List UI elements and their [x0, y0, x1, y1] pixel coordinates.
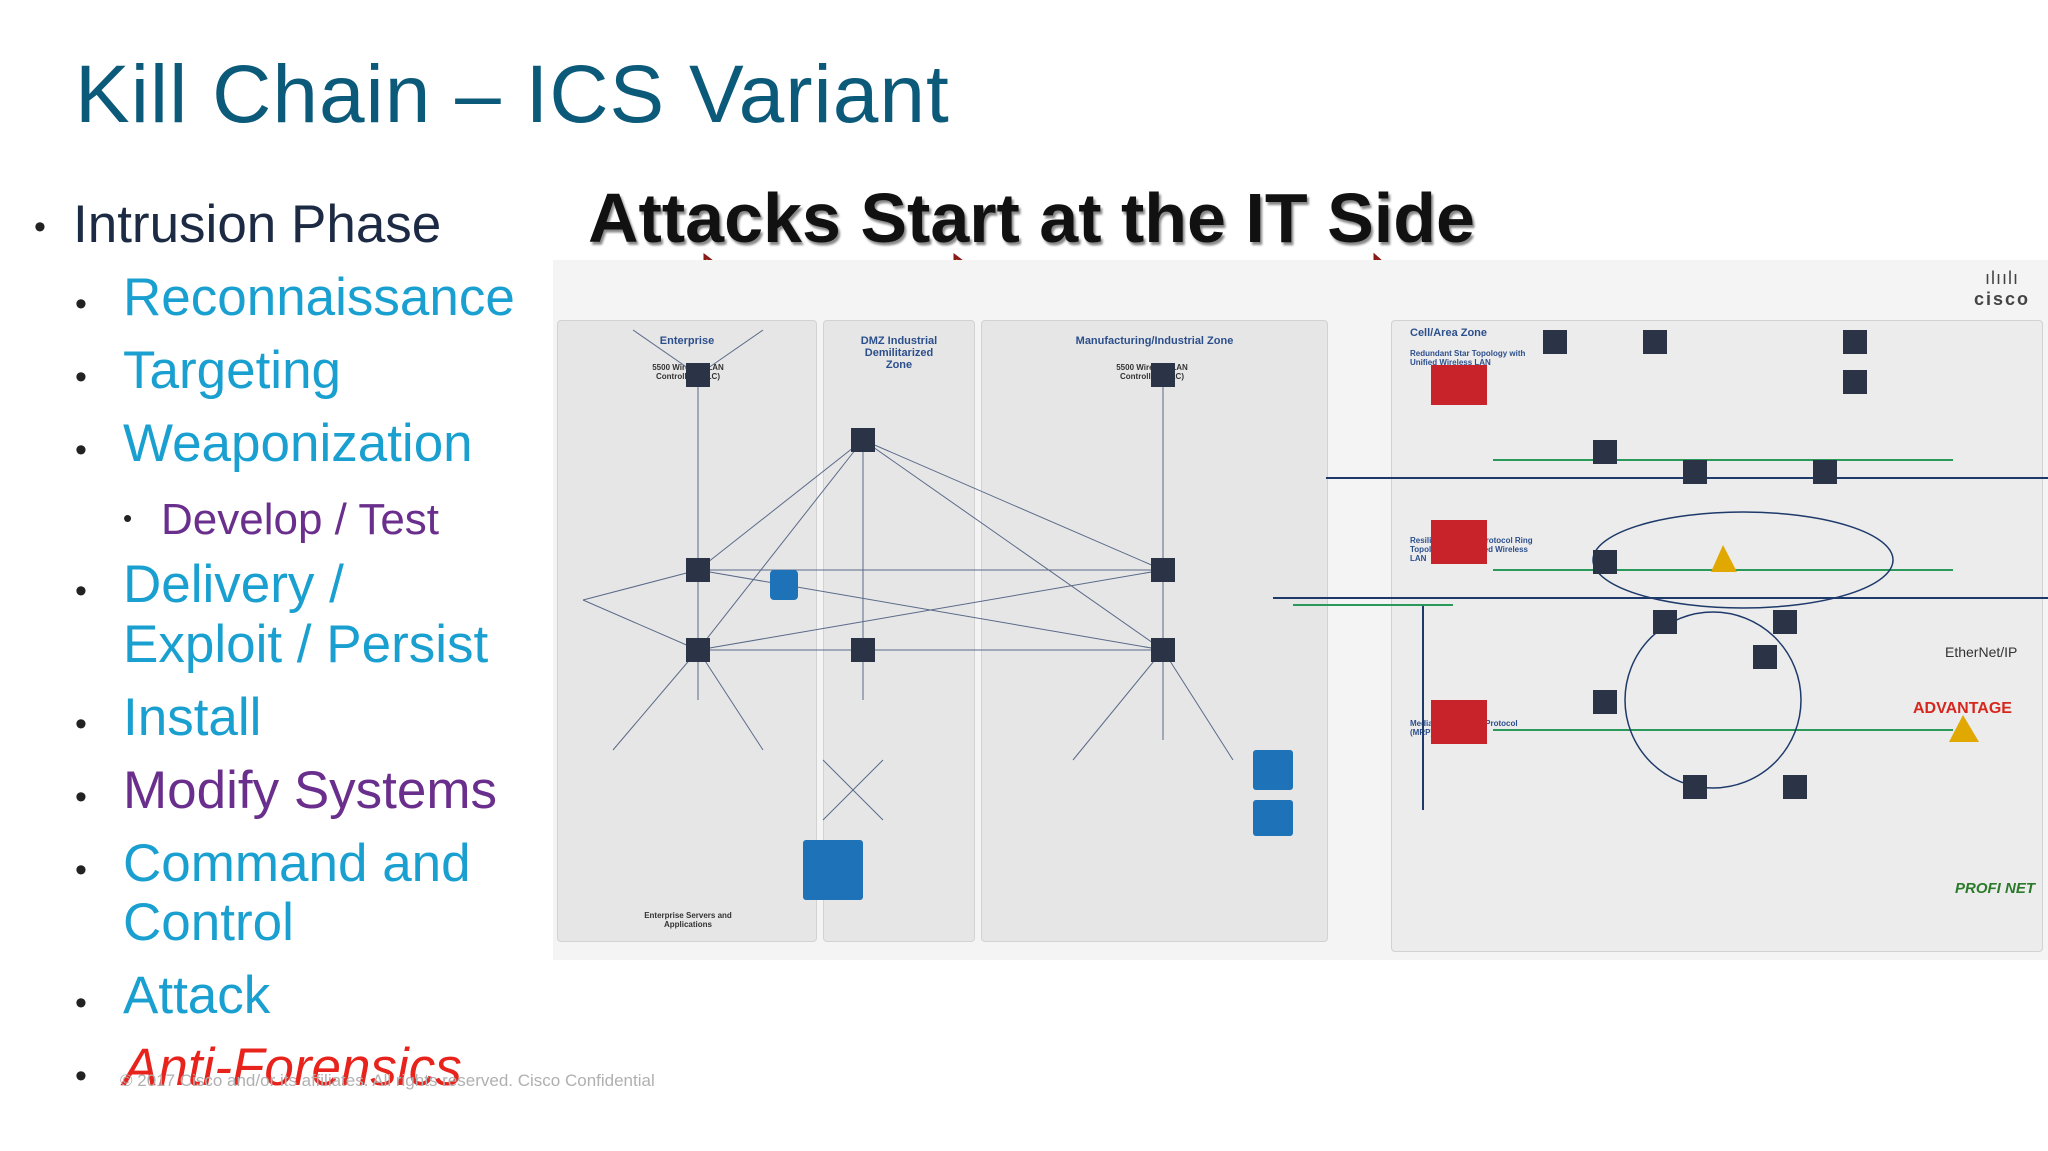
bullet-dot: • — [75, 285, 87, 323]
bullet-attack: Attack — [123, 966, 271, 1025]
bullet-dot: • — [75, 431, 87, 469]
cisco-logo: ılıılı cisco — [1966, 268, 2038, 310]
profinet-logo: PROFI NET — [1955, 880, 2036, 897]
bullet-intrusion-phase: Intrusion Phase — [73, 195, 442, 254]
network-architecture-diagram: Enterprise 5500 Wireless LAN Controller … — [553, 260, 2048, 960]
bullet-dot: • — [75, 984, 87, 1022]
bullet-anti-forensics: Anti-Forensics — [123, 1038, 462, 1097]
footer-copyright: © 2017 Cisco and/or its affiliates. All … — [120, 1071, 655, 1090]
bullet-develop-test: Develop / Test — [161, 495, 440, 544]
bullet-targeting: Targeting — [123, 341, 342, 400]
zone-cell-area: Cell/Area Zone Redundant Star Topology w… — [1391, 320, 2043, 952]
bullet-exploit-persist: Exploit / Persist — [123, 615, 489, 674]
slide-title: Kill Chain – ICS Variant — [75, 49, 950, 140]
bullet-reconnaissance: Reconnaissance — [123, 268, 515, 327]
bullet-dot: • — [75, 705, 87, 743]
zone-label: Manufacturing/Industrial Zone — [1075, 335, 1234, 347]
advantage-label: ADVANTAGE — [1913, 700, 2012, 717]
cisco-logo-text: cisco — [1973, 289, 2031, 309]
bullet-delivery: Delivery / — [123, 555, 344, 614]
bullet-command-and: Command and — [123, 834, 471, 893]
section-star: Redundant Star Topology with Unified Wir… — [1410, 349, 1526, 367]
bullet-dot: • — [123, 503, 133, 533]
bullet-install: Install — [123, 688, 262, 747]
network-links — [582, 329, 2048, 900]
bullet-weaponization: Weaponization — [123, 414, 473, 473]
bullet-dot: • — [34, 208, 46, 246]
ethernet-ip-label: EtherNet/IP — [1945, 644, 2018, 660]
zone-dmz: DMZ Industrial Demilitarized Zone — [823, 320, 975, 942]
cisco-bars-icon: ılıılı — [1984, 268, 2019, 288]
enterprise-servers-caption: Enterprise Servers and Applications — [644, 911, 732, 929]
bullet-dot: • — [75, 1057, 87, 1095]
bullet-dot: • — [75, 572, 87, 610]
zone-label: DMZ Industrial Demilitarized Zone — [860, 335, 938, 371]
bullet-dot: • — [75, 358, 87, 396]
zone-label: Enterprise — [659, 335, 715, 347]
zone-label: Cell/Area Zone — [1410, 327, 1488, 339]
zone-manufacturing: Manufacturing/Industrial Zone 5500 Wirel… — [981, 320, 1328, 942]
bullet-modify-systems: Modify Systems — [123, 761, 498, 820]
diagram-headline: Attacks Start at the IT Side — [588, 179, 1475, 257]
bullet-dot: • — [75, 778, 87, 816]
bullet-dot: • — [75, 851, 87, 889]
zone-enterprise: Enterprise 5500 Wireless LAN Controller … — [557, 320, 817, 942]
bullet-control: Control — [123, 893, 294, 952]
